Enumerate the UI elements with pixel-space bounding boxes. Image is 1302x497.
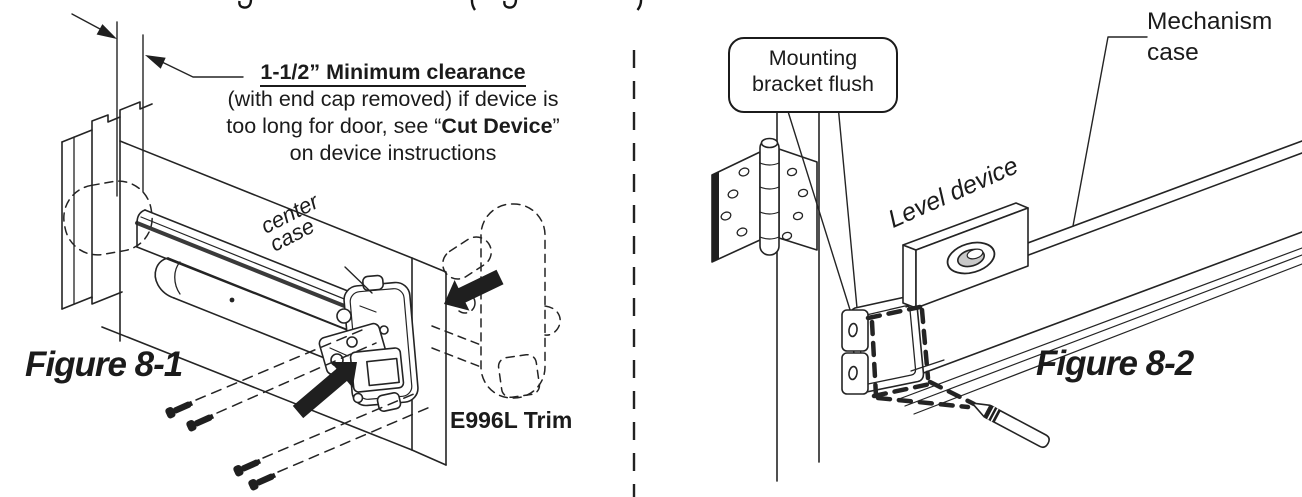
callout-leaders (785, 104, 858, 314)
clearance-measurement (71, 13, 244, 197)
figure-8-2-illustration (711, 36, 1302, 482)
device-dot (229, 297, 235, 303)
figure-8-2-caption: Figure 8-2 (1036, 344, 1194, 383)
hinge-left-leaf-edge (712, 172, 719, 262)
trim-label: E996L Trim (450, 407, 573, 433)
clearance-line2: (with end cap removed) if device is (227, 87, 559, 111)
center-case-leader (344, 266, 373, 294)
door-frame (61, 101, 153, 342)
clearance-note: 1-1/2” Minimum clearance (with end cap r… (193, 59, 593, 167)
mounting-screws (163, 329, 431, 493)
hinge-left-holes (720, 167, 750, 237)
clearance-line4: on device instructions (289, 141, 497, 165)
center-case-mechanism (318, 274, 419, 412)
figure-8-1-illustration (61, 13, 561, 493)
cropped-text-fragments (238, 0, 643, 11)
hinge-left-leaf (711, 151, 761, 263)
level-device (902, 202, 1029, 309)
arrow-toward-case (292, 362, 357, 419)
trim-hidden-outline (431, 203, 561, 399)
install-arrows (292, 269, 504, 419)
hinge-pin-cap (760, 137, 779, 149)
scribe-pin (971, 402, 1050, 449)
arrow-toward-door (444, 269, 504, 311)
mechanism-case-leader (1072, 36, 1148, 227)
hidden-bracket-dashes (865, 304, 977, 410)
hinge (711, 137, 818, 263)
arrowhead-right (145, 55, 166, 69)
arrowhead-left (96, 24, 117, 39)
mounting-bracket (841, 309, 869, 395)
mechanism-case-label: Mechanism case (1147, 8, 1273, 66)
clearance-heading: 1-1/2” Minimum clearance (260, 60, 526, 87)
device-end-hidden-outline (63, 180, 153, 256)
clearance-line3: too long for door, see “Cut Device” (226, 114, 560, 138)
mounting-bracket-callout: Mounting bracket flush (728, 37, 898, 113)
cut-device-emphasis: Cut Device (441, 114, 553, 138)
hinge-right-holes (781, 167, 809, 241)
figure-8-1-caption: Figure 8-1 (25, 345, 183, 384)
